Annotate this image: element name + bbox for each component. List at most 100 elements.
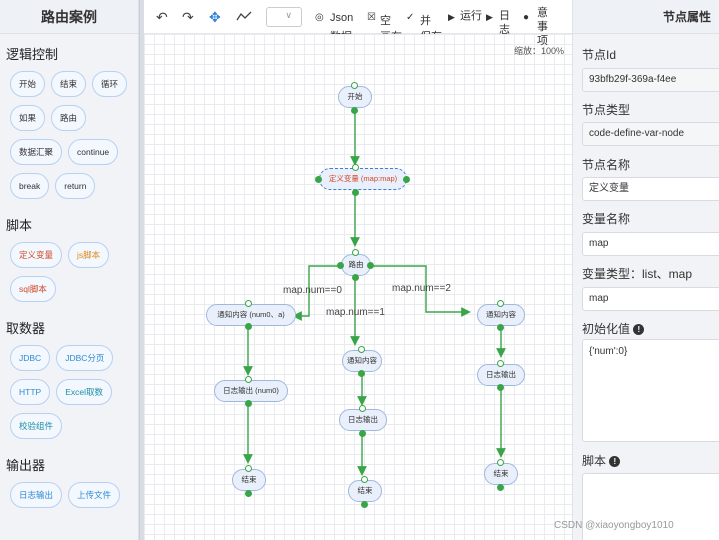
group-title-script: 脚本 (6, 218, 33, 233)
port-end-left-out[interactable] (245, 490, 252, 497)
palette-item-define-var[interactable]: 定义变量 (10, 242, 63, 268)
flow-node-start[interactable]: 开始 (338, 86, 372, 108)
port-notify-left-out[interactable] (245, 323, 252, 330)
check-circle-icon[interactable]: ✓ (406, 12, 415, 23)
polyline-icon[interactable] (236, 9, 252, 25)
palette-item-aggregate[interactable]: 数据汇聚 (10, 139, 63, 165)
undo-icon[interactable]: ↶ (156, 9, 168, 25)
log-button-line2[interactable]: 志 (499, 24, 510, 36)
var-type-field[interactable]: map (582, 287, 719, 311)
zoom-select[interactable]: ∨ (266, 7, 302, 27)
node-type-field[interactable]: code-define-var-node (582, 122, 719, 146)
notes-button-line2[interactable]: 事 (537, 21, 548, 33)
save-button-line1[interactable]: 并 (420, 15, 431, 27)
notes-button-line1[interactable]: 意 (537, 7, 548, 19)
flow-node-log-mid[interactable]: 日志输出 (339, 409, 387, 431)
port-notify-mid-out[interactable] (358, 370, 365, 377)
port-start-out[interactable] (351, 107, 358, 114)
var-name-field[interactable]: map (582, 232, 719, 256)
json-data-button-line1[interactable]: Json (330, 12, 354, 24)
flow-node-notify-right[interactable]: 通知内容 (477, 304, 525, 326)
palette-item-loop[interactable]: 循环 (92, 71, 128, 97)
log-button-line1[interactable]: 日 (499, 10, 510, 22)
redo-icon[interactable]: ↷ (182, 9, 194, 25)
info-circle-icon[interactable]: ● (523, 12, 530, 23)
flow-node-notify-left[interactable]: 通知内容 (num0、a) (206, 304, 296, 326)
port-end-mid-in[interactable] (361, 476, 368, 483)
edge-label-mid: map.num==1 (326, 307, 385, 318)
palette-item-sql-script[interactable]: sql脚本 (10, 276, 56, 302)
port-start-in[interactable] (351, 82, 358, 89)
palette-item-continue[interactable]: continue (68, 139, 119, 165)
palette-item-js-script[interactable]: js脚本 (68, 242, 110, 268)
flow-node-define-var[interactable]: 定义变量 (map:map) (319, 168, 407, 190)
palette-item-log-output[interactable]: 日志输出 (10, 482, 63, 508)
flow-node-log-right[interactable]: 日志输出 (477, 364, 525, 386)
port-end-mid-out[interactable] (361, 501, 368, 508)
flow-canvas[interactable]: map.num==0 map.num==1 map.num==2 开始 定义变量… (144, 34, 572, 540)
port-log-mid-out[interactable] (359, 430, 366, 437)
flow-node-end-right[interactable]: 结束 (484, 463, 518, 485)
port-log-left-in[interactable] (245, 376, 252, 383)
edge-route-right (366, 265, 471, 317)
eye-icon[interactable]: ◎ (315, 12, 324, 23)
port-end-right-out[interactable] (497, 484, 504, 491)
palette-item-excel[interactable]: Excel取数 (56, 379, 112, 405)
script-textarea[interactable] (582, 473, 719, 540)
port-notify-right-out[interactable] (497, 324, 504, 331)
port-route-in[interactable] (352, 249, 359, 256)
palette-item-upload-file[interactable]: 上传文件 (68, 482, 121, 508)
node-id-field[interactable]: 93bfb29f-369a-f4ee (582, 68, 719, 92)
port-end-left-in[interactable] (245, 465, 252, 472)
info-icon[interactable]: ! (633, 324, 645, 335)
palette-item-end[interactable]: 结束 (51, 71, 87, 97)
port-log-mid-in[interactable] (359, 405, 366, 412)
port-define-right[interactable] (403, 176, 410, 183)
port-log-left-out[interactable] (245, 400, 252, 407)
palette-item-return[interactable]: return (55, 173, 96, 199)
info-icon[interactable]: ! (609, 456, 621, 467)
port-route-out[interactable] (352, 274, 359, 281)
port-define-in[interactable] (352, 164, 359, 171)
port-notify-left-in[interactable] (245, 300, 252, 307)
move-icon[interactable]: ✥ (209, 9, 221, 25)
palette-item-validator[interactable]: 校验组件 (10, 413, 63, 439)
palette-item-route[interactable]: 路由 (51, 105, 87, 131)
group-title-fetcher: 取数器 (6, 321, 46, 336)
port-end-right-in[interactable] (497, 459, 504, 466)
node-id-label: 节点Id (582, 48, 617, 62)
init-value-textarea[interactable]: {'num':0} (582, 339, 719, 442)
node-name-field[interactable]: 定义变量 (582, 177, 719, 201)
node-type-label: 节点类型 (582, 103, 631, 117)
panel-splitter[interactable] (139, 0, 144, 540)
palette-item-jdbc-page[interactable]: JDBC分页 (56, 345, 114, 371)
palette-item-jdbc[interactable]: JDBC (10, 345, 51, 371)
flow-node-log-left[interactable]: 日志输出 (num0) (214, 380, 288, 402)
palette-item-if[interactable]: 如果 (10, 105, 46, 131)
flow-node-end-mid[interactable]: 结束 (348, 480, 382, 502)
port-route-right[interactable] (367, 262, 374, 269)
group-fetcher: JDBC JDBC分页 HTTP Excel取数 校验组件 (0, 343, 138, 445)
palette-item-break[interactable]: break (10, 173, 50, 199)
var-name-label: 变量名称 (582, 212, 631, 226)
edge-route-left (292, 265, 344, 321)
port-log-right-in[interactable] (497, 360, 504, 367)
trash-icon[interactable]: ☒ (367, 12, 376, 23)
group-output: 日志输出 上传文件 (0, 480, 138, 514)
port-notify-mid-in[interactable] (358, 346, 365, 353)
port-notify-right-in[interactable] (497, 300, 504, 307)
toolbar: ↶ ↷ ✥ ∨ ◎ Json 数据 ☒ 空 画布 ✓ 并 保存 ▶ 运行 ▶ 日… (144, 0, 572, 47)
port-define-left[interactable] (315, 176, 322, 183)
play-icon[interactable]: ▶ (448, 12, 455, 22)
run-button[interactable]: 运行 (460, 10, 482, 22)
flow-node-end-left[interactable]: 结束 (232, 469, 266, 491)
port-log-right-out[interactable] (497, 384, 504, 391)
notes-button-line3[interactable]: 项 (537, 35, 548, 47)
palette-item-start[interactable]: 开始 (10, 71, 46, 97)
play-icon-log[interactable]: ▶ (486, 12, 493, 22)
port-define-out[interactable] (352, 189, 359, 196)
flow-node-notify-mid[interactable]: 通知内容 (342, 350, 382, 372)
port-route-left[interactable] (337, 262, 344, 269)
palette-item-http[interactable]: HTTP (10, 379, 51, 405)
clear-canvas-button-line1[interactable]: 空 (380, 15, 391, 27)
